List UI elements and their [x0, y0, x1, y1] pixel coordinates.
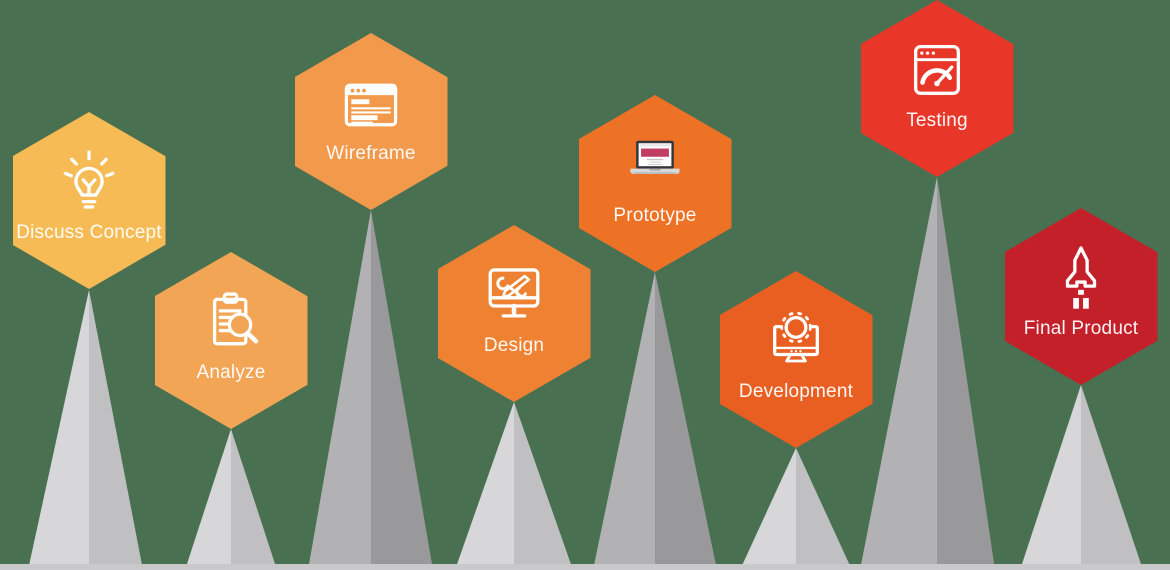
laptop-mockup-icon	[579, 120, 732, 214]
mountain-spike-face	[740, 448, 796, 570]
browser-wireframe-icon	[295, 58, 448, 152]
mountain-spike-face	[1081, 385, 1143, 570]
browser-gauge-icon	[861, 25, 1014, 119]
mountain-spike-face	[231, 429, 277, 570]
stage-hexagon: Wireframe	[294, 33, 448, 210]
stage-label: Design	[483, 334, 545, 356]
mountain-spike-face	[796, 448, 852, 570]
mountain-spike-face	[593, 272, 655, 570]
mountain-spike-face	[514, 402, 573, 570]
stage-hexagon: Final Product	[1004, 208, 1158, 385]
monitor-tools-icon	[438, 250, 591, 344]
stage-label: Final Product	[1023, 317, 1139, 339]
mountain-spike-face	[28, 290, 89, 570]
mountain-spike	[185, 429, 277, 570]
clipboard-search-icon	[155, 277, 308, 371]
mountain-spike	[740, 448, 852, 570]
stage-hexagon: Design	[437, 225, 591, 402]
mountain-spike	[455, 402, 573, 570]
stage-label: Development	[738, 380, 854, 402]
mountain-spike-face	[185, 429, 231, 570]
mountain-spike-face	[655, 272, 717, 570]
stage-label: Testing	[906, 109, 968, 131]
mountain-spike	[1020, 385, 1143, 570]
rocket-icon	[1005, 233, 1158, 327]
stage-hexagon: Testing	[860, 0, 1014, 177]
stage-hexagon: Discuss Concept	[12, 112, 166, 289]
monitor-gear-icon	[720, 296, 873, 390]
mountain-spike-face	[455, 402, 514, 570]
stage-label: Analyze	[196, 361, 266, 383]
stage-label: Wireframe	[326, 142, 416, 164]
lightbulb-icon	[13, 137, 166, 231]
mountain-spike-face	[1020, 385, 1081, 570]
stage-hexagon: Prototype	[578, 95, 732, 272]
mountain-spike	[860, 177, 995, 570]
mountain-spike	[593, 272, 717, 570]
stage-label: Discuss Concept	[16, 221, 162, 243]
stage-label: Prototype	[613, 204, 697, 226]
ground-bar	[0, 564, 1170, 570]
mountain-spike-face	[371, 210, 433, 570]
mountain-spike-face	[860, 177, 937, 570]
mountain-spike-face	[937, 177, 995, 570]
mountain-spike	[308, 210, 433, 570]
mountain-spike-face	[308, 210, 371, 570]
stage-hexagon: Analyze	[154, 252, 308, 429]
mountain-spike-face	[89, 290, 143, 570]
mountain-spike	[28, 290, 143, 570]
stage-hexagon: Development	[719, 271, 873, 448]
